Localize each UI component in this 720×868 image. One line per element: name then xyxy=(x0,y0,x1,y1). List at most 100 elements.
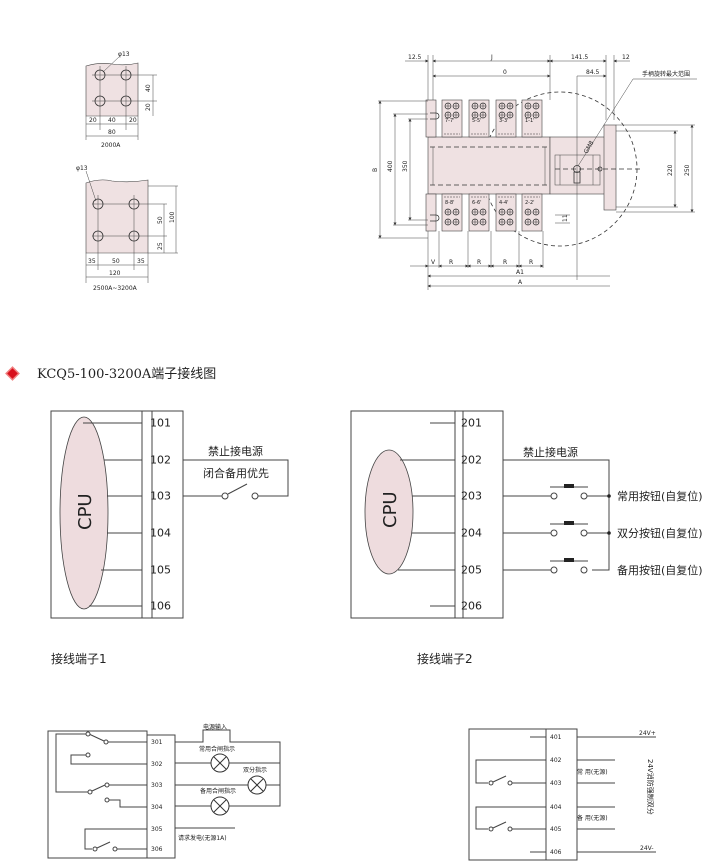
terminal-pin: 401 xyxy=(530,734,562,741)
bolt-hole xyxy=(92,230,104,242)
dim-label: 20 xyxy=(89,117,97,124)
dim-label: A xyxy=(518,279,523,286)
contact-terminal xyxy=(488,780,494,786)
dim-label: R xyxy=(503,259,507,266)
push-button-1: 常用按钮(自复位) xyxy=(503,484,703,503)
dim-label: 35 xyxy=(137,258,145,265)
frame-post xyxy=(425,99,437,138)
terminal-strip xyxy=(141,410,184,619)
dim-label: 20 xyxy=(129,117,137,124)
dim-label: 80 xyxy=(108,129,116,136)
bolt-hole xyxy=(94,69,106,81)
dim-label: 35 xyxy=(88,258,96,265)
cpu-ellipse xyxy=(364,449,414,575)
busbar-caption: 2000A xyxy=(101,142,121,149)
section-title: KCQ5-100-3200A端子接线图 xyxy=(37,366,216,382)
terminal-strip xyxy=(146,734,176,859)
dim-label: J xyxy=(490,54,493,61)
busbar-drawing-3200a: φ13 50 25 100 35 50 35 120 2500A~3200A xyxy=(76,165,178,292)
terminal-pin: 402 xyxy=(550,757,562,764)
terminal-pin: 103 xyxy=(107,490,171,503)
terminal-lug-label: 1-1' xyxy=(525,118,535,124)
pin-number: 205 xyxy=(461,564,482,577)
hole-diameter-label: φ13 xyxy=(76,165,88,172)
button-label: 备用按钮(自复位) xyxy=(617,563,703,577)
lamp-label-backup: 备用合闸指示 xyxy=(200,787,236,795)
bolt-hole xyxy=(128,198,140,210)
busbar-drawing-2000a: φ13 40 20 20 40 20 80 2000A xyxy=(85,51,157,149)
pin-number: 305 xyxy=(151,826,163,833)
pin-number: 306 xyxy=(151,846,163,853)
outline-drawing: GM8 手柄旋转最大范围 7-7'5-5'3-3'1-1' 8-8'6-6'4-… xyxy=(372,54,697,290)
terminal-lug: 7-7' xyxy=(441,99,463,138)
bolt-hole xyxy=(120,95,132,107)
lamp-label-normal: 常用合闸指示 xyxy=(199,745,235,753)
terminal-lug-label: 7-7' xyxy=(445,118,455,124)
terminal-strip xyxy=(545,728,578,861)
terminal-lug-label: 8-8' xyxy=(445,200,455,206)
controller-box xyxy=(50,410,153,619)
contact-terminal xyxy=(104,782,110,788)
push-button-3: 备用按钮(自复位) xyxy=(503,558,703,577)
pin-number: 304 xyxy=(151,804,163,811)
dim-label: 25 xyxy=(157,242,164,250)
terminal-pin: 302 xyxy=(151,761,163,768)
dim-label: 50 xyxy=(112,258,120,265)
terminal-strip xyxy=(454,410,504,619)
terminal-pin: 403 xyxy=(550,780,562,787)
dim-label: 40 xyxy=(145,84,152,92)
note-no-power: 禁止接电源 xyxy=(523,445,578,459)
terminal-lug-label: 2-2' xyxy=(525,200,535,206)
dim-label: R xyxy=(449,259,453,266)
terminal-lug-label: 6-6' xyxy=(472,200,482,206)
pin-number: 405 xyxy=(550,826,562,833)
terminal-lug-label: 5-5' xyxy=(472,118,482,124)
lamp-label-double: 双分指示 xyxy=(243,766,267,774)
button-label: 常用按钮(自复位) xyxy=(617,489,703,503)
dim-label: 40 xyxy=(108,117,116,124)
terminal-pin: 405 xyxy=(550,826,562,833)
dim-label: 11 xyxy=(562,214,569,222)
terminal-pin: 105 xyxy=(101,564,171,577)
dim-label: 12 xyxy=(622,54,630,61)
dim-label: 220 xyxy=(667,164,674,176)
terminal-lug: 3-3' xyxy=(495,99,517,138)
bolt-hole xyxy=(128,230,140,242)
pin-number: 104 xyxy=(150,527,171,540)
terminal-pin: 304 xyxy=(151,804,163,811)
contact-terminal xyxy=(507,780,513,786)
junction-dot xyxy=(607,531,611,535)
pin-number: 403 xyxy=(550,780,562,787)
dim-label: A1 xyxy=(516,269,524,276)
bolt-hole xyxy=(120,69,132,81)
frame-post xyxy=(425,193,437,232)
dim-label: R xyxy=(477,259,481,266)
power-input-label: 电源输入 xyxy=(203,723,227,731)
junction-dot xyxy=(607,494,611,498)
pin-number: 402 xyxy=(550,757,562,764)
contact-terminal xyxy=(507,826,513,832)
terminal-lug: 2-2' xyxy=(521,193,543,232)
dim-label: 141.5 xyxy=(571,54,588,61)
lamp-backup-icon xyxy=(210,796,230,816)
terminal-pin: 404 xyxy=(550,804,562,811)
contact-terminal xyxy=(488,826,494,832)
pin-number: 206 xyxy=(461,600,482,613)
pin-number: 202 xyxy=(461,454,482,467)
voltage-plus-label: 24V+ xyxy=(639,730,656,737)
terminal-caption: 接线端子1 xyxy=(51,651,107,666)
switch-terminal xyxy=(251,492,259,500)
dim-label: V xyxy=(431,259,436,266)
pin-number: 105 xyxy=(150,564,171,577)
terminal-pin: 102 xyxy=(104,454,171,467)
normal-passive-label: 常 用(无源) xyxy=(577,768,608,776)
terminal-pin: 201 xyxy=(430,417,482,430)
dim-label: 120 xyxy=(109,270,121,277)
terminal-lug-label: 3-3' xyxy=(499,118,509,124)
pin-number: 404 xyxy=(550,804,562,811)
lamp-normal-icon xyxy=(210,753,230,773)
lamp-double-icon xyxy=(247,775,267,795)
contact-terminal xyxy=(112,846,118,852)
